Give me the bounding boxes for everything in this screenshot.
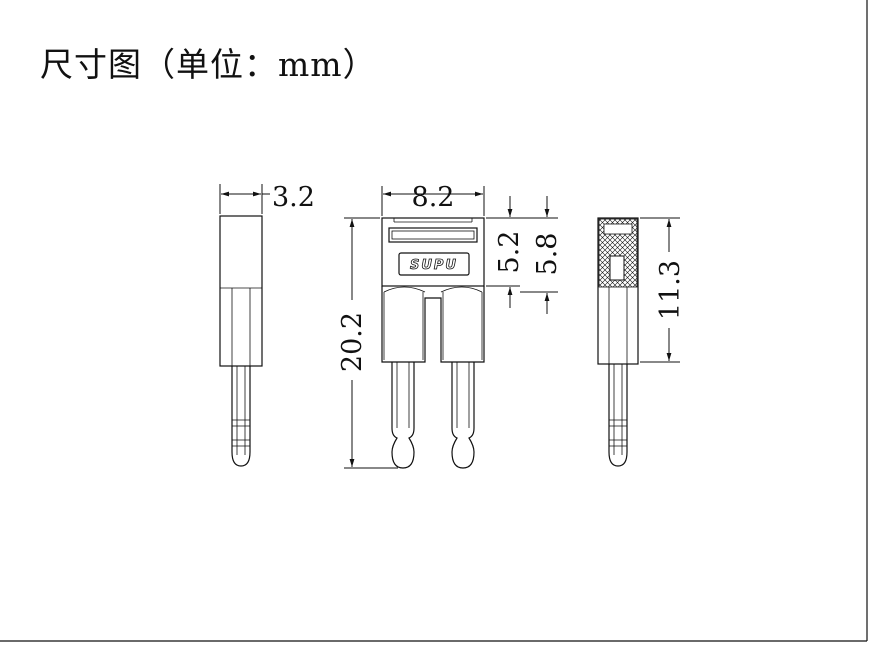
- front-width-label: 8.2: [412, 182, 455, 213]
- front-view-head: SUPU: [381, 217, 485, 287]
- front-head-dimension-b: 5.8: [520, 196, 563, 314]
- right-height-dimension: 11.3: [640, 217, 686, 363]
- right-view-pin: [608, 364, 628, 467]
- side-view-body: [219, 215, 263, 367]
- side-width-label: 3.2: [272, 182, 315, 213]
- front-left-pin: [391, 362, 415, 469]
- brand-logo: SUPU: [410, 258, 458, 273]
- side-width-dimension: 3.2: [219, 182, 315, 214]
- front-height-dimension: 20.2: [337, 217, 398, 469]
- right-view-body: [597, 217, 639, 365]
- front-width-dimension: 8.2: [381, 182, 485, 216]
- front-head-label-a: 5.2: [494, 231, 525, 274]
- front-head-dimension-a: 5.2: [486, 196, 525, 308]
- side-view-pin: [231, 366, 251, 467]
- front-right-pin: [451, 362, 475, 469]
- right-height-label: 11.3: [655, 260, 686, 320]
- side-view: 3.2: [219, 182, 315, 467]
- page-title: 尺寸图（单位：mm）: [40, 45, 377, 84]
- front-view: SUPU: [337, 182, 563, 469]
- front-head-label-b: 5.8: [532, 233, 563, 276]
- front-view-legs: [381, 286, 485, 363]
- right-view: 11.3: [597, 217, 686, 467]
- front-height-label: 20.2: [337, 312, 368, 372]
